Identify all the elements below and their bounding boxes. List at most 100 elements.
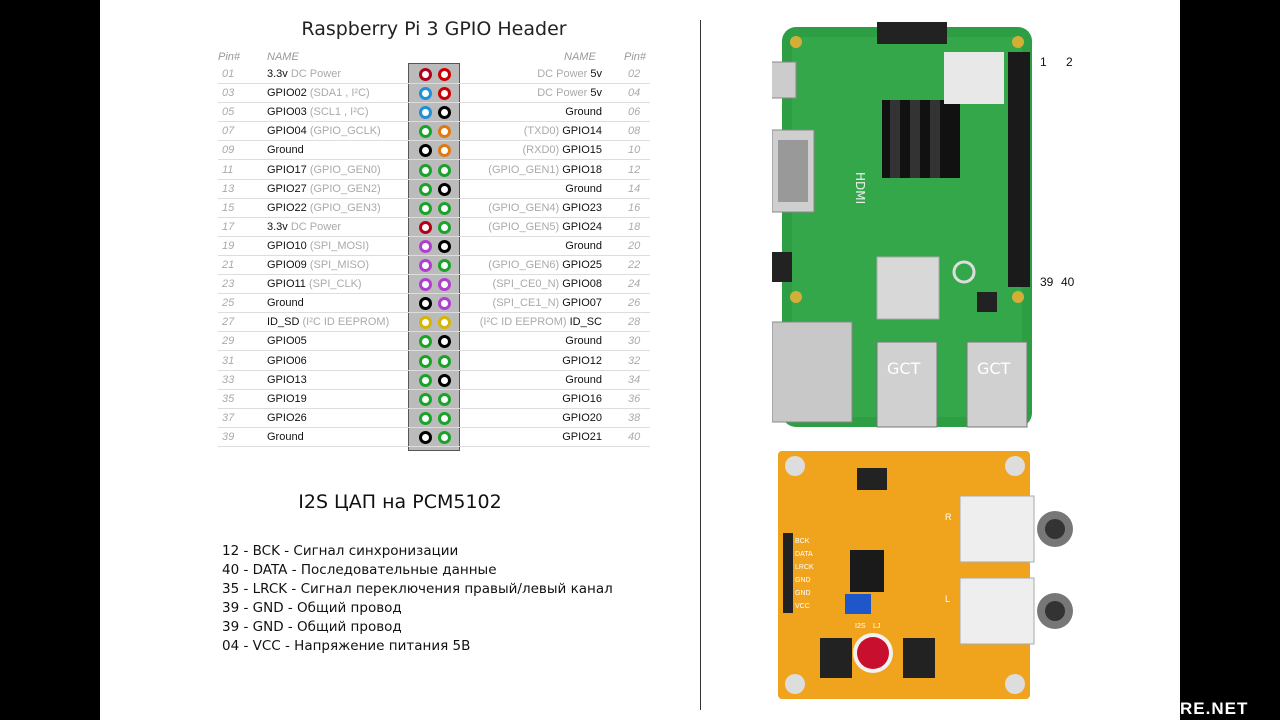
pin-dot-right: [438, 144, 451, 158]
pcm5102-dac-board-image: BCK DATA LRCK GND GND VCC I2S LJ R L: [778, 451, 1073, 699]
row-separator: [218, 121, 650, 123]
header-name-right: NAME: [564, 51, 596, 63]
slide: Raspberry Pi 3 GPIO Header Pin# NAME NAM…: [100, 0, 1180, 720]
pin-label-left: Ground: [267, 141, 304, 160]
pin-name-left: GPIO19: [267, 392, 307, 405]
pin-dot-right: [438, 87, 451, 101]
pin-number-right: 06: [628, 106, 641, 119]
raspberry-pi-board-image: HDMI GCT GCT: [772, 22, 1032, 428]
pin-dot-right: [438, 125, 451, 139]
pin-number-left: 23: [222, 278, 235, 291]
pin-name-right: GPIO15: [562, 144, 602, 157]
pin-number-left: 03: [222, 87, 235, 100]
dac-i2s-label: I2S: [855, 623, 866, 630]
board-pin-2-label: 2: [1066, 55, 1073, 69]
pin-dot-left: [419, 259, 432, 272]
pin-number-left: 01: [222, 68, 235, 80]
pin-number-left: 27: [222, 316, 235, 329]
diagram-title: Raspberry Pi 3 GPIO Header: [301, 18, 567, 40]
pin-dot-right: [438, 163, 451, 177]
pin-dot-right: [438, 239, 451, 253]
pin-label-left: Ground: [267, 294, 304, 313]
pin-number-left: 07: [222, 125, 235, 138]
usb-right-label: GCT: [977, 359, 1011, 378]
row-separator: [218, 369, 650, 371]
pin-label-left: GPIO11 (SPI_CLK): [267, 275, 362, 294]
pin-label-left: GPIO05: [267, 332, 307, 351]
pin-dot-right: [438, 316, 451, 330]
pin-number-right: 04: [628, 87, 641, 100]
row-separator: [218, 178, 650, 180]
pin-dot-left: [419, 316, 432, 330]
pin-label-right: GPIO12: [562, 352, 602, 371]
pin-number-right: 32: [628, 354, 641, 367]
pin-number-right: 28: [628, 316, 641, 329]
pin-label-right: GPIO21: [562, 428, 602, 447]
pin-number-left: 25: [222, 297, 235, 310]
pin-name-left: Ground: [267, 430, 304, 443]
row-separator: [218, 197, 650, 199]
pin-label-right: (GPIO_GEN6) GPIO25: [488, 256, 602, 275]
pin-function-right: (GPIO_GEN1): [488, 163, 560, 176]
header-pin-right: Pin#: [624, 51, 647, 63]
pin-label-right: (GPIO_GEN5) GPIO24: [488, 218, 602, 237]
pin-dot-left: [419, 201, 432, 215]
pin-dot-right: [438, 335, 451, 349]
pin-label-right: GPIO16: [562, 390, 602, 409]
pin-number-left: 05: [222, 106, 235, 119]
pin-name-left: 3.3v: [267, 68, 288, 80]
pin-name-left: GPIO17: [267, 163, 307, 176]
pin-name-right: GPIO08: [562, 278, 602, 291]
pin-name-right: ID_SC: [569, 316, 602, 329]
pin-number-right: 30: [628, 335, 641, 348]
pin-label-left: GPIO02 (SDA1 , I²C): [267, 84, 370, 103]
pin-label-right: Ground: [565, 371, 602, 390]
pin-function-right: (GPIO_GEN6): [488, 259, 560, 271]
pin-function-right: (GPIO_GEN5): [488, 220, 560, 233]
row-separator: [218, 407, 650, 409]
pin-function-left: (GPIO_GEN3): [309, 201, 381, 214]
pin-function-left: DC Power: [290, 68, 341, 80]
pin-number-right: 16: [628, 201, 641, 214]
row-separator: [218, 140, 650, 142]
pin-function-right: (TXD0): [523, 125, 560, 138]
pin-name-right: GPIO14: [562, 125, 602, 138]
header-pin-left: Pin#: [218, 51, 241, 63]
hdmi-label: HDMI: [853, 172, 867, 204]
header-name-left: NAME: [267, 51, 299, 63]
legend-line: 40 - DATA - Последовательные данные: [222, 562, 497, 578]
pin-label-left: GPIO19: [267, 390, 307, 409]
pin-label-left: Ground: [267, 428, 304, 447]
pin-name-left: GPIO13: [267, 373, 307, 386]
dac-lj-label: LJ: [873, 623, 880, 630]
pin-label-left: GPIO06: [267, 352, 307, 371]
pin-dot-left: [419, 430, 432, 444]
pin-label-right: (I²C ID EEPROM) ID_SC: [480, 313, 602, 332]
pin-dot-right: [438, 354, 451, 368]
gpio-header-connector: [408, 63, 460, 451]
pin-dot-left: [419, 182, 432, 196]
pin-label-left: GPIO04 (GPIO_GCLK): [267, 122, 381, 141]
pin-number-left: 35: [222, 392, 235, 405]
pin-name-right: Ground: [565, 373, 602, 386]
pin-label-left: GPIO03 (SCL1 , I²C): [267, 103, 369, 122]
pin-label-left: GPIO17 (GPIO_GEN0): [267, 161, 381, 180]
pin-label-left: GPIO22 (GPIO_GEN3): [267, 199, 381, 218]
dac-pin-lrck: LRCK: [795, 564, 814, 571]
pin-dot-left: [419, 373, 432, 387]
pin-dot-right: [438, 220, 451, 234]
pin-dot-right: [438, 373, 451, 387]
pin-name-right: GPIO21: [562, 430, 602, 443]
pin-name-left: GPIO11: [267, 278, 306, 291]
pin-name-left: GPIO22: [267, 201, 307, 214]
pin-number-right: 02: [628, 68, 641, 80]
pin-function-right: DC Power: [537, 87, 588, 100]
pin-name-right: 5v: [590, 68, 602, 80]
dac-pin-gnd-2: GND: [795, 590, 811, 597]
dac-r-label: R: [945, 512, 952, 522]
pin-label-right: DC Power 5v: [537, 65, 602, 84]
pin-dot-left: [419, 392, 432, 406]
pin-number-left: 09: [222, 144, 235, 157]
pin-function-left: (SCL1 , I²C): [309, 106, 369, 119]
legend-line: 39 - GND - Общий провод: [222, 619, 402, 635]
